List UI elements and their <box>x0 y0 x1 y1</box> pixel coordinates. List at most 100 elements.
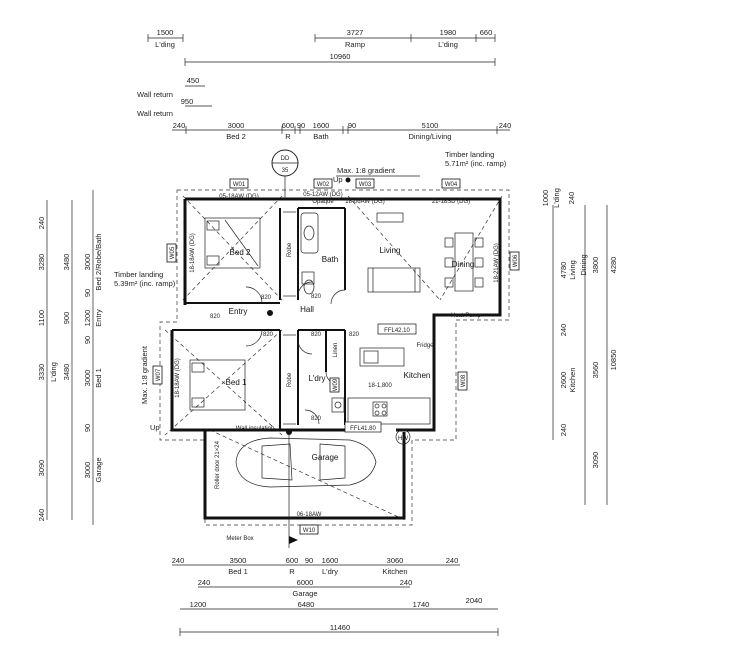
bench-note: 18-1,800 <box>368 383 392 389</box>
bed-1-furniture <box>189 334 296 425</box>
dim-right-a-5: 240 <box>559 424 568 437</box>
door-width-entry: 820 <box>210 314 221 320</box>
interior-walls <box>172 207 346 430</box>
room-laundry: L'dry <box>308 374 325 383</box>
timber-landing-top-title: Timber landing <box>445 150 494 159</box>
hot-water-unit: HW <box>398 436 408 442</box>
dim-left-outer-label: L'ding <box>49 362 58 382</box>
window-tag-w04: W04 <box>445 182 458 188</box>
room-bed-2: Bed 2 <box>230 248 251 257</box>
window-tag-w10: W10 <box>303 528 316 534</box>
room-labels: Bed 2 Robe Bath Living Dining Entry Hall… <box>226 242 475 462</box>
exterior-walls <box>170 197 502 520</box>
dim-bottom-r1-label-2: L'dry <box>322 567 338 576</box>
door-width-kitchen: 820 <box>349 332 360 338</box>
dim-seg-3: 90 <box>297 121 305 130</box>
wall-insulation-note: Wall insulation <box>236 426 274 432</box>
dim-left-inner-4: 3000 <box>83 370 92 387</box>
room-robe-top: Robe <box>287 242 293 257</box>
window-spec-w02-opaque: Opaque <box>312 199 334 205</box>
dim-right-c-0: 4280 <box>609 257 618 274</box>
roller-door-note: Roller door 21×24 <box>215 440 221 489</box>
dim-left-outer-1: 3280 <box>37 254 46 271</box>
fridge-note: Fridge <box>416 343 434 349</box>
dim-right-a-label-0: L'ding <box>552 188 561 208</box>
dim-wall-return-450: 450 <box>187 76 200 85</box>
section-tag: DD <box>281 156 290 162</box>
dim-right-c-1: 10850 <box>609 350 618 371</box>
timber-landing-left-title: Timber landing <box>114 270 163 279</box>
dim-bottom-r1-label-3: Kitchen <box>382 567 407 576</box>
window-tag-w07: W07 <box>156 368 162 381</box>
dim-left-inner-5: 90 <box>83 424 92 432</box>
room-robe-bottom: Robe <box>287 372 293 387</box>
kitchen-fixtures <box>347 347 431 425</box>
room-dining: Dining <box>452 260 475 269</box>
door-swings <box>245 281 346 425</box>
dim-landing-left: 1500 <box>157 28 174 37</box>
dim-right-a-2: 4780 <box>559 262 568 279</box>
dim-bottom-r1-0: 240 <box>172 556 185 565</box>
room-kitchen: Kitchen <box>404 371 431 380</box>
roof-outline <box>159 189 510 526</box>
window-spec-w04: 21-18SD (DG) <box>432 199 470 205</box>
dim-ramp-label: Ramp <box>345 40 365 49</box>
dim-bottom-r1-1: 3500 <box>230 556 247 565</box>
window-tag-w06: W06 <box>513 254 519 267</box>
dim-left-inner-3: 90 <box>83 336 92 344</box>
dim-landing-right-label: L'ding <box>438 40 458 49</box>
dim-right-a-4: 2600 <box>559 372 568 389</box>
dim-bottom-r2-0: 240 <box>198 578 211 587</box>
wall-return-label-2: Wall return <box>137 109 173 118</box>
dim-left-outer-5: 240 <box>37 509 46 522</box>
dim-seg-4: 1600 <box>313 121 330 130</box>
door-labels: 820 820 820 820 820 820 820 <box>210 294 360 422</box>
room-garage: Garage <box>312 453 339 462</box>
dim-bottom-r1-label-1: R <box>289 567 295 576</box>
dim-landing-left-label: L'ding <box>155 40 175 49</box>
annotations: DD 35 Max. 1:8 gradient Up Timber landin… <box>114 149 507 548</box>
dim-left-inner-0: 3000 <box>83 254 92 271</box>
ramp-marker-top <box>345 177 351 183</box>
dim-right-b-2: 3090 <box>591 452 600 469</box>
window-tags: W01 W02 W03 W04 W05 W06 W07 W08 W09 W10 <box>152 178 520 535</box>
dim-left-inner-1: 90 <box>83 289 92 297</box>
dim-seg-1: 3000 <box>228 121 245 130</box>
door-width-bed2: 820 <box>261 295 272 301</box>
window-tag-w08: W08 <box>461 374 467 387</box>
ffl-garage-level: FFL41.80 <box>350 426 376 432</box>
dim-left-inner-6: 3000 <box>83 462 92 479</box>
timber-landing-top-area: 5.71m² (inc. ramp) <box>445 159 507 168</box>
dim-bottom-r3-0: 1200 <box>190 600 207 609</box>
dim-left-inner-2: 1200 <box>83 310 92 327</box>
window-spec-dining-side: 18-21AW (DG) <box>494 243 500 282</box>
dim-bottom-r3-1: 6480 <box>298 600 315 609</box>
wall-return-label-1: Wall return <box>137 90 173 99</box>
dim-bottom-r3-3: 2040 <box>466 596 483 605</box>
room-living: Living <box>380 246 401 255</box>
door-width-linen: 820 <box>311 332 322 338</box>
room-bath: Bath <box>322 255 338 264</box>
right-dimensions: 1000 L'ding 240 4780 Living 240 2600 Kit… <box>541 188 618 505</box>
dim-landing-right: 1980 <box>440 28 457 37</box>
window-tag-w01: W01 <box>233 182 246 188</box>
dim-ramp: 3727 <box>347 28 364 37</box>
dim-overall-top: 10960 <box>330 52 351 61</box>
window-specs: 05-18AW (DG) 05-12AW (DG) Opaque 18-06AW… <box>175 192 500 518</box>
dim-bottom-r1-label-0: Bed 1 <box>228 567 248 576</box>
dim-left-inner-label-1: Entry <box>94 309 103 327</box>
dim-seg-6: 5100 <box>422 121 439 130</box>
dim-left-outer-2: 1100 <box>37 310 46 326</box>
garage-entry-marker <box>286 429 292 435</box>
dim-bottom-r1-3: 90 <box>305 556 313 565</box>
section-number: 35 <box>282 168 289 174</box>
window-spec-w03: 18-06AW (DG) <box>345 199 384 205</box>
dim-wall-return-950: 950 <box>181 97 194 106</box>
window-spec-w02: 05-12AW (DG) <box>303 192 342 198</box>
up-arrow-top: Up <box>333 175 343 184</box>
dim-bottom-r1-5: 3060 <box>387 556 404 565</box>
dim-right-b-1: 3560 <box>591 362 600 379</box>
dim-seg-7: 240 <box>499 121 512 130</box>
meter-box-note: Meter Box <box>226 536 253 542</box>
